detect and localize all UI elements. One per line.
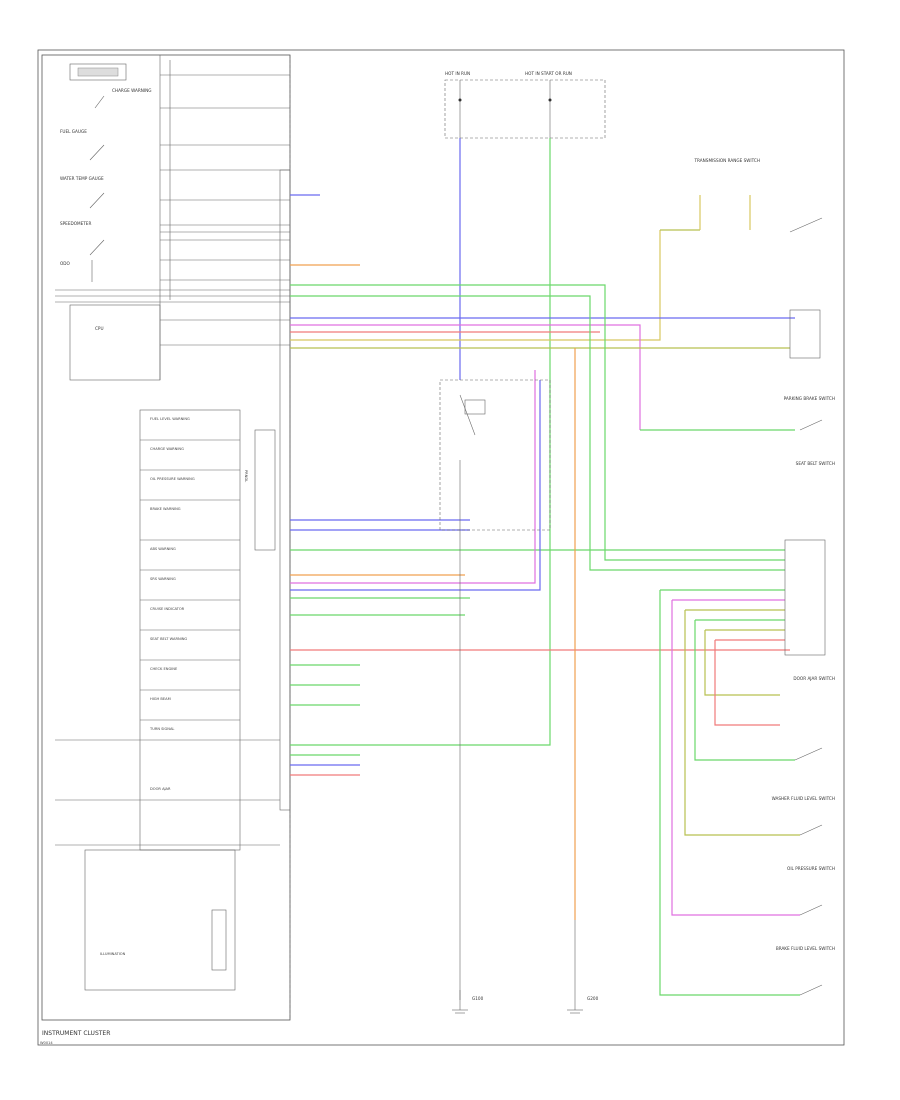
component-label: CHARGE WARNING (150, 447, 184, 451)
component-label: PRNDL (244, 470, 248, 482)
ground-label: G200 (587, 996, 599, 1001)
gauge-column: CHARGE WARNING FUEL GAUGE WATER TEMP GAU… (60, 88, 152, 282)
component-label: DOOR AJAR SWITCH (793, 676, 835, 681)
wire-harness (290, 138, 800, 996)
component-label: OIL PRESSURE SWITCH (787, 866, 835, 871)
indicator-stack: FUEL LEVEL WARNING CHARGE WARNING OIL PR… (100, 409, 248, 956)
component-label: PARKING BRAKE SWITCH (784, 396, 835, 401)
component-label: SEAT BELT WARNING (150, 637, 187, 641)
instrument-cluster: CHARGE WARNING FUEL GAUGE WATER TEMP GAU… (40, 54, 291, 1045)
cluster-connector (279, 169, 291, 811)
component-label: SRS WARNING (150, 577, 176, 581)
component-label: ABS WARNING (150, 547, 176, 551)
component-label: TURN SIGNAL (149, 727, 174, 731)
diagram-border (37, 49, 845, 1046)
component-label: CHECK ENGINE (150, 667, 178, 671)
component-label: FUEL LEVEL WARNING (150, 417, 190, 421)
fuse-label: HOT IN RUN (445, 71, 470, 76)
component-label: CRUISE INDICATOR (150, 607, 185, 611)
component-label: CHARGE WARNING (112, 88, 152, 93)
fuse-label: HOT IN START OR RUN (525, 71, 572, 76)
grounds: G100 G200 (452, 920, 599, 1014)
prndl-module (254, 429, 276, 551)
component-label: FUEL GAUGE (60, 129, 87, 134)
component-label: WASHER FLUID LEVEL SWITCH (772, 796, 835, 801)
trans-range-switch (789, 309, 821, 359)
component-label: BRAKE WARNING (150, 507, 181, 511)
component-label: WATER TEMP GAUGE (60, 176, 104, 181)
component-label: TRANSMISSION RANGE SWITCH (694, 158, 761, 163)
page-ref: W0014 (40, 1041, 53, 1045)
component-label: DOOR AJAR (150, 787, 171, 791)
component-label: CPU (95, 326, 104, 331)
cluster-title: INSTRUMENT CLUSTER (42, 1030, 110, 1037)
ground-label: G100 (472, 996, 484, 1001)
component-label: OIL PRESSURE WARNING (150, 477, 195, 481)
relay (439, 379, 551, 1000)
component-label: HIGH BEAM (150, 697, 171, 701)
fuse-box: HOT IN RUN HOT IN START OR RUN (444, 71, 606, 139)
right-components: TRANSMISSION RANGE SWITCH PARKING BRAKE … (694, 158, 835, 996)
component-label: BRAKE FLUID LEVEL SWITCH (776, 946, 835, 951)
internal-bus (55, 55, 290, 380)
component-label: ILLUMINATION (100, 952, 126, 956)
component-label: SEAT BELT SWITCH (796, 461, 835, 466)
lower-cluster-block (84, 849, 236, 991)
cluster-icon-box (69, 63, 127, 81)
component-label: ODO (60, 261, 71, 266)
cpu-block (69, 304, 161, 381)
connector-block-right (784, 539, 826, 656)
component-label: SPEEDOMETER (60, 221, 91, 226)
